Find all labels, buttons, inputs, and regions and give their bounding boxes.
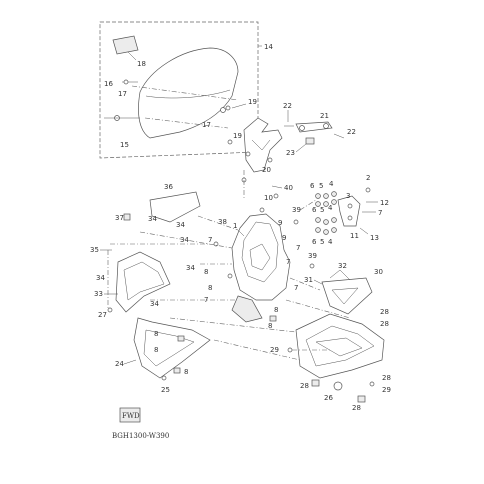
callout-17-right: 17: [202, 121, 211, 129]
callout-39-top: 39: [292, 206, 301, 214]
callout-38: 38: [218, 218, 227, 226]
callout-4-low: 4: [328, 238, 333, 246]
side-cover-36-part: [149, 191, 201, 223]
callout-21: 21: [320, 112, 329, 120]
left-panel-group: 36 37 34 34 34 34 34 34 35 33 27: [90, 183, 232, 319]
windshield-bracket-part: [243, 117, 283, 173]
panel-30-part: [321, 277, 373, 315]
callout-31: 31: [304, 276, 313, 284]
callout-7-topleft: 7: [208, 236, 212, 244]
callout-35: 35: [90, 246, 99, 254]
callout-3: 3: [346, 192, 350, 200]
callout-8-mid-left2: 8: [208, 284, 212, 292]
callout-7-right: 7: [378, 209, 382, 217]
callout-34-d: 34: [186, 264, 195, 272]
windshield-group: 14 18 16 17 17 15: [99, 21, 273, 159]
callout-32: 32: [338, 262, 347, 270]
callout-7-right-low: 7: [294, 284, 298, 292]
lower-cowl-part: [295, 313, 385, 379]
stay-part: [295, 121, 333, 133]
bracket-11-part: [337, 195, 361, 227]
callout-8-center: 8: [274, 306, 278, 314]
callout-8-mid-left: 8: [204, 268, 208, 276]
right-panel-group: 30 31 32 39 7 7: [286, 252, 383, 315]
callout-5-low: 5: [320, 238, 324, 246]
front-marker: FWD: [119, 407, 141, 423]
callout-11: 11: [350, 232, 359, 240]
callout-7-mid-left: 7: [204, 296, 208, 304]
callout-13: 13: [370, 234, 379, 242]
callout-6-mid: 6: [312, 206, 317, 214]
callout-8-lower-b: 8: [154, 346, 158, 354]
front-arrow-icon: [119, 407, 141, 423]
right-fasteners-group: 2 6 5 4 3 12 7 11 13 6 5 4 6 5 4 40: [271, 174, 389, 246]
callout-18: 18: [137, 60, 146, 68]
callout-29-right: 29: [382, 386, 391, 394]
callout-7-center: 7: [296, 244, 300, 252]
callout-33: 33: [94, 290, 103, 298]
callout-8-center2: 8: [268, 322, 272, 330]
callout-8-lower-c: 8: [184, 368, 188, 376]
callout-28-d: 28: [300, 382, 309, 390]
callout-28-c: 28: [382, 374, 391, 382]
callout-28-b: 28: [380, 320, 389, 328]
callout-17-left: 17: [118, 90, 127, 98]
callout-12: 12: [380, 199, 389, 207]
callout-24: 24: [115, 360, 124, 368]
callout-14: 14: [264, 43, 273, 51]
windshield-label-part: [112, 35, 139, 55]
callout-6-low: 6: [312, 238, 317, 246]
callout-22-left: 22: [283, 102, 292, 110]
callout-34-c: 34: [180, 236, 189, 244]
side-panel-33-part: [115, 251, 171, 313]
callout-5-top: 5: [319, 182, 323, 190]
callout-2: 2: [366, 174, 370, 182]
callout-10: 10: [264, 194, 273, 202]
callout-29-left: 29: [270, 346, 279, 354]
panel-24-part: [133, 317, 211, 379]
callout-7-right-mid: 7: [286, 258, 290, 266]
callout-39-mid: 39: [308, 252, 317, 260]
front-label: FWD: [122, 412, 140, 420]
callout-8-lower-a: 8: [154, 330, 158, 338]
callout-40: 40: [284, 184, 293, 192]
callout-4-mid: 4: [328, 204, 333, 212]
callout-37: 37: [115, 214, 124, 222]
callout-4-top: 4: [329, 180, 334, 188]
callout-34-b: 34: [176, 221, 185, 229]
callout-28-a: 28: [380, 308, 389, 316]
callout-22-right: 22: [347, 128, 356, 136]
callout-9-top: 9: [278, 219, 282, 227]
windshield-part: [138, 47, 239, 139]
callout-34-e: 34: [96, 274, 105, 282]
windshield-bracket-group: 20 19 19: [225, 98, 283, 200]
reference-code: BGH1300-W390: [112, 432, 169, 440]
callout-20: 20: [262, 166, 271, 174]
callout-15: 15: [120, 141, 129, 149]
lower-left-panel-group: 24 8 8 8 25: [115, 317, 211, 394]
callout-9-mid: 9: [282, 234, 286, 242]
stay-group: 21 22 22 23: [283, 102, 356, 157]
callout-19-mid: 19: [233, 132, 242, 140]
callout-34-a: 34: [148, 215, 157, 223]
callout-30: 30: [374, 268, 383, 276]
callout-1: 1: [233, 222, 237, 230]
lower-cowl-group: 28 28 28 28 28 29 29 26: [270, 308, 391, 412]
callout-26: 26: [324, 394, 333, 402]
callout-27: 27: [98, 311, 107, 319]
callout-34-f: 34: [150, 300, 159, 308]
callout-19-top: 19: [248, 98, 257, 106]
callout-36: 36: [164, 183, 173, 191]
callout-28-e: 28: [352, 404, 361, 412]
inner-panel-group: 1 10 9 9 39 7 8 8 7 8 8 38 7: [204, 194, 301, 330]
callout-16: 16: [104, 80, 113, 88]
inner-panel-part: [231, 213, 291, 301]
assembly-lines: [139, 199, 351, 361]
callout-5-mid: 5: [320, 206, 324, 214]
callout-23: 23: [286, 149, 295, 157]
callout-6-top: 6: [310, 182, 315, 190]
callout-25: 25: [161, 386, 170, 394]
